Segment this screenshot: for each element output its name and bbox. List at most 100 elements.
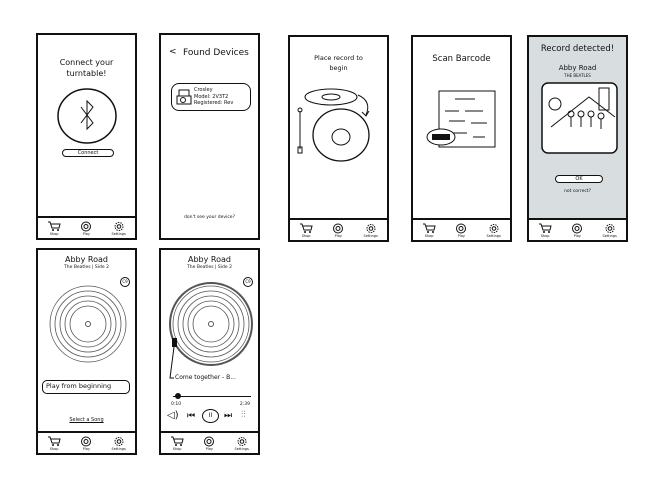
nav-play[interactable]: Play	[331, 223, 345, 238]
scan-title: Scan Barcode	[432, 54, 491, 64]
nav-play[interactable]: Play	[454, 223, 468, 238]
screen-place-record: Place record to begin Shop Play Settings	[288, 35, 389, 242]
barcode-illustration	[426, 90, 496, 148]
device-help-link[interactable]: don't see your device?	[184, 215, 235, 220]
detected-artist: THE BEATLES	[564, 73, 591, 78]
nav-shop[interactable]: Shop	[47, 221, 61, 236]
nav-play[interactable]: Play	[79, 436, 93, 451]
record-icon	[456, 223, 467, 233]
gear-icon	[237, 436, 247, 446]
nav-shop[interactable]: Shop	[299, 223, 313, 238]
vinyl-record[interactable]	[169, 282, 253, 366]
vinyl-groove	[69, 305, 107, 343]
cart-icon	[300, 223, 313, 233]
nav-play-label: Play	[334, 233, 342, 238]
next-icon[interactable]: ⏭	[224, 411, 233, 421]
nav-shop[interactable]: Shop	[422, 223, 436, 238]
nav-settings[interactable]: Settings	[112, 436, 126, 451]
screen-now-playing: Abby Road The Beatles | Side 2 C9 Come t…	[159, 248, 260, 455]
record-icon	[81, 436, 92, 446]
album-title: Abby Road	[65, 255, 108, 264]
cart-icon	[171, 436, 184, 446]
nav-settings[interactable]: Settings	[235, 436, 249, 451]
gear-icon	[366, 223, 376, 233]
nav-play[interactable]: Play	[202, 436, 216, 451]
screen-select-song: Abby Road The Beatles | Side 2 C9 Play f…	[36, 248, 137, 455]
vinyl-groove	[172, 285, 250, 363]
play-from-beginning-button[interactable]: Play from beginning	[42, 380, 130, 394]
vinyl-center	[85, 321, 91, 327]
progress-knob[interactable]	[174, 393, 181, 399]
progress-bar[interactable]	[173, 393, 251, 399]
bottom-nav: Shop Play Settings	[529, 218, 626, 240]
equalizer-icon[interactable]: ⫶⫶	[241, 410, 246, 420]
nav-settings[interactable]: Settings	[603, 223, 617, 238]
nav-settings-label: Settings	[602, 233, 617, 238]
previous-icon[interactable]: ⏮	[187, 411, 196, 421]
record-icon	[333, 223, 344, 233]
back-button[interactable]: <	[169, 47, 177, 57]
detected-album: Abby Road	[558, 64, 597, 72]
nav-shop-label: Shop	[49, 446, 59, 451]
select-song-link[interactable]: Select a Song	[69, 417, 104, 423]
vinyl-center	[208, 321, 214, 327]
screen-found-devices: < Found Devices Crosley Model: 2V3T2 Reg…	[159, 33, 260, 240]
vinyl-groove	[64, 300, 112, 348]
nav-shop-label: Shop	[172, 446, 182, 451]
album-badge[interactable]: C9	[243, 277, 253, 287]
vinyl-groove	[182, 295, 240, 353]
nav-shop-label: Shop	[301, 233, 311, 238]
vinyl-groove	[192, 305, 230, 343]
nav-play[interactable]: Play	[570, 223, 584, 238]
nav-shop[interactable]: Shop	[47, 436, 61, 451]
cart-icon	[48, 436, 61, 446]
vinyl-record[interactable]	[46, 282, 130, 366]
not-correct-link[interactable]: not correct?	[564, 189, 591, 194]
nav-settings[interactable]: Settings	[487, 223, 501, 238]
vinyl-outer-ring	[169, 282, 253, 366]
tonearm-icon	[169, 338, 177, 379]
bottom-nav: Shop Play Settings	[38, 216, 135, 238]
vinyl-groove	[49, 285, 127, 363]
nav-play-label: Play	[205, 446, 213, 451]
elapsed-time: 0:10	[171, 402, 182, 407]
vinyl-groove	[59, 295, 117, 353]
screen-scan-barcode: Scan Barcode Shop Play Settings	[411, 35, 512, 242]
vinyl-groove	[187, 300, 235, 348]
nav-shop[interactable]: Shop	[538, 223, 552, 238]
pause-button[interactable]: II	[202, 409, 219, 423]
nav-settings[interactable]: Settings	[112, 221, 126, 236]
nav-settings-label: Settings	[111, 446, 126, 451]
nav-play-label: Play	[457, 233, 465, 238]
gear-icon	[114, 436, 124, 446]
found-title: Found Devices	[183, 48, 249, 58]
nav-play[interactable]: Play	[79, 221, 93, 236]
nav-settings-label: Settings	[111, 231, 126, 236]
volume-icon[interactable]: ◁)	[167, 410, 179, 421]
track-name: Come together - B...	[175, 374, 236, 381]
nav-shop-label: Shop	[540, 233, 550, 238]
album-title: Abby Road	[188, 255, 231, 264]
place-title: Place record to begin	[314, 54, 363, 72]
nav-play-label: Play	[82, 446, 90, 451]
screen-connect: Connect your turntable! Connect Shop Pla…	[36, 33, 137, 240]
device-name: Crosley	[194, 87, 213, 93]
connect-button[interactable]: Connect	[62, 149, 114, 157]
bottom-nav: Shop Play Settings	[413, 218, 510, 240]
nav-shop[interactable]: Shop	[170, 436, 184, 451]
record-icon	[81, 221, 92, 231]
cart-icon	[48, 221, 61, 231]
ok-button[interactable]: OK	[555, 175, 603, 183]
bluetooth-icon	[57, 88, 117, 144]
device-card[interactable]: Crosley Model: 2V3T2 Registered: Rev	[171, 83, 251, 111]
nav-play-label: Play	[82, 231, 90, 236]
nav-settings-label: Settings	[363, 233, 378, 238]
gear-icon	[605, 223, 615, 233]
turntable-icon	[176, 89, 192, 105]
nav-settings-label: Settings	[486, 233, 501, 238]
record-icon	[572, 223, 583, 233]
album-badge[interactable]: C9	[120, 277, 130, 287]
nav-shop-label: Shop	[49, 231, 59, 236]
nav-settings[interactable]: Settings	[364, 223, 378, 238]
bottom-nav: Shop Play Settings	[161, 431, 258, 453]
